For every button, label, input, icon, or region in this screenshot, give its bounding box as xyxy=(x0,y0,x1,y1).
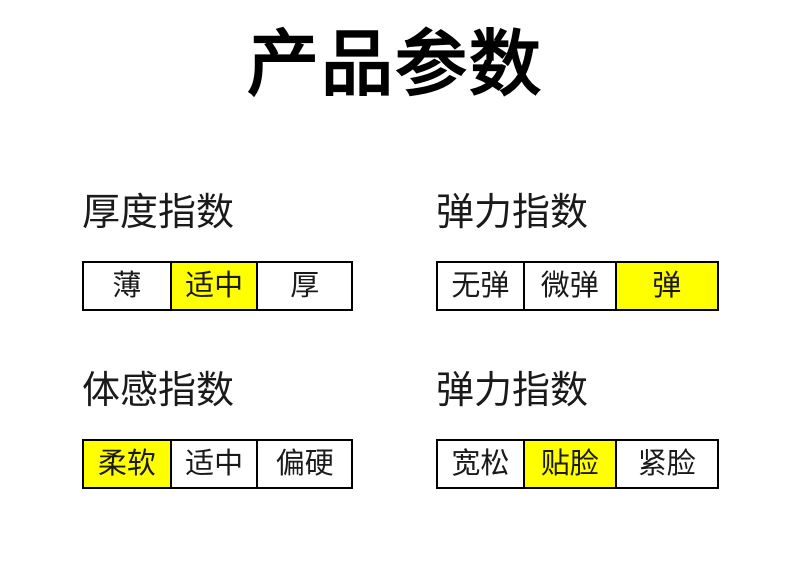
section-fit-elasticity-index: 弹力指数 宽松 贴脸 紧脸 xyxy=(436,368,719,500)
body-feel-options-table: 柔软 适中 偏硬 xyxy=(82,439,353,489)
option-medium: 适中 xyxy=(171,263,259,309)
option-slight-stretch: 微弹 xyxy=(525,263,617,309)
option-loose: 宽松 xyxy=(438,441,525,487)
option-no-stretch: 无弹 xyxy=(438,263,525,309)
section-thickness-index: 厚度指数 薄 适中 厚 xyxy=(82,190,353,322)
option-soft: 柔软 xyxy=(84,441,172,487)
elasticity-options-table: 无弹 微弹 弹 xyxy=(436,261,719,311)
option-tight: 紧脸 xyxy=(637,447,696,480)
fit-options-table: 宽松 贴脸 紧脸 xyxy=(436,439,719,489)
section-elasticity-index: 弹力指数 无弹 微弹 弹 xyxy=(436,190,719,322)
thickness-index-heading: 厚度指数 xyxy=(82,192,235,234)
option-face-snug: 贴脸 xyxy=(524,441,617,487)
elasticity-index-heading: 弹力指数 xyxy=(436,192,589,234)
fit-elasticity-index-heading: 弹力指数 xyxy=(436,370,589,412)
section-body-feel-index: 体感指数 柔软 适中 偏硬 xyxy=(82,368,353,500)
thickness-options-table: 薄 适中 厚 xyxy=(82,261,353,311)
option-thin: 薄 xyxy=(84,263,172,309)
body-feel-index-heading: 体感指数 xyxy=(82,370,235,412)
option-moderate: 适中 xyxy=(172,441,259,487)
option-thick: 厚 xyxy=(290,269,320,302)
option-stretch: 弹 xyxy=(616,263,717,309)
page-title: 产品参数 xyxy=(246,25,543,105)
option-firm: 偏硬 xyxy=(275,447,334,480)
